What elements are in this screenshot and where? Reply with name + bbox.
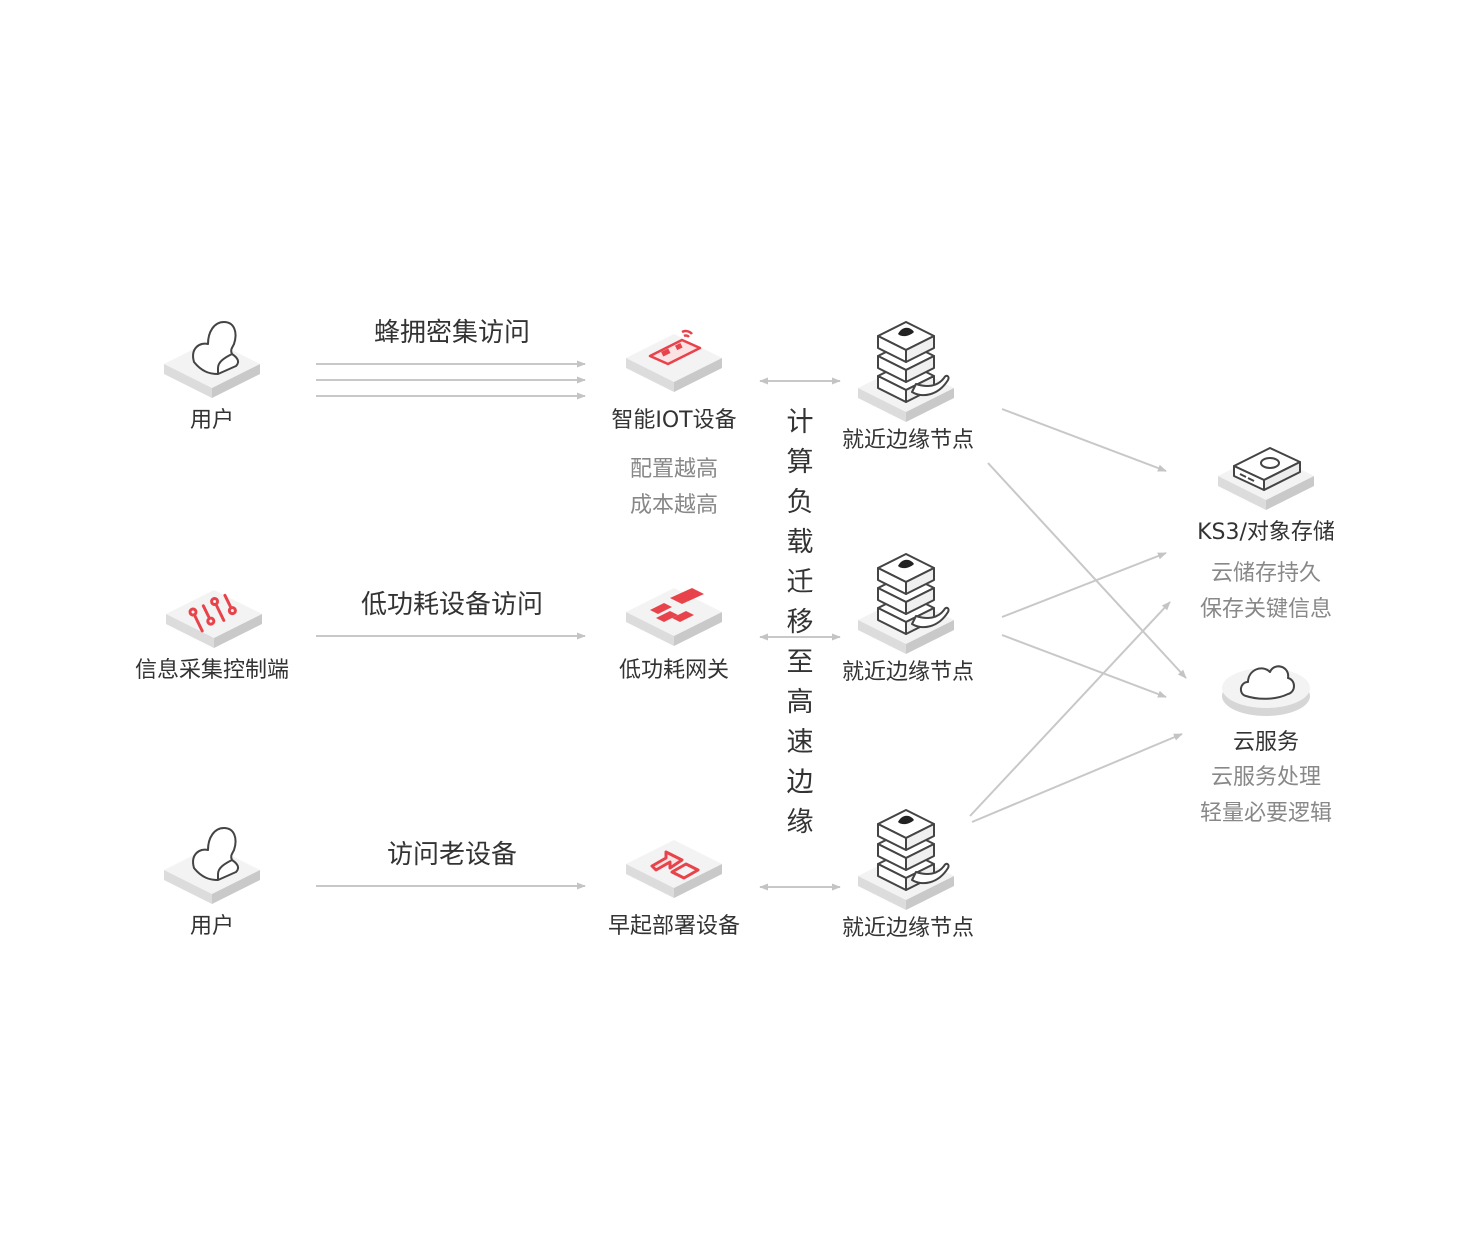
edge-node1-cloud [987, 462, 1187, 679]
storage-box-icon [1233, 447, 1301, 491]
edge-label-old-device-access: 访问老设备 [386, 840, 518, 870]
label-old-device: 早起部署设备 [607, 914, 741, 939]
label-ks3: KS3/对象存储 [1197, 520, 1335, 545]
migration-vertical-text: 计 算 负 载 迁 移 至 高 速 边 缘 [780, 403, 820, 843]
edge-node-2 [858, 553, 954, 654]
migration-char: 速 [786, 727, 814, 758]
device-arrow-icon [650, 850, 700, 880]
migration-char: 算 [786, 447, 814, 478]
iot-note: 配置越高 成本越高 [630, 452, 718, 524]
label-info-collector: 信息采集控制端 [134, 658, 290, 683]
sliders-icon [188, 593, 237, 633]
label-edge-node-2: 就近边缘节点 [841, 660, 975, 685]
migration-char: 移 [786, 607, 814, 638]
user-bottom-node [164, 827, 260, 904]
migration-char: 缘 [786, 807, 814, 838]
edge-node2-ks3 [1001, 552, 1167, 618]
old-device-node [626, 840, 722, 898]
edge-node-3 [858, 809, 954, 910]
label-user-bottom: 用户 [189, 914, 235, 939]
label-cloud: 云服务 [1232, 730, 1300, 755]
ks3-note-line-1: 云储存持久 [1210, 561, 1322, 586]
iot-note-line-1: 配置越高 [629, 457, 719, 482]
ks3-node [1218, 447, 1314, 510]
server-whale-icon [877, 321, 950, 403]
label-iot-device: 智能IOT设备 [611, 408, 737, 433]
edge-node3-ks3 [969, 601, 1171, 817]
cloud-icon [1240, 665, 1295, 700]
gateway-node [626, 588, 722, 646]
migration-char: 高 [786, 687, 814, 718]
cloud-note: 云服务处理 轻量必要逻辑 [1200, 760, 1332, 832]
user-top-node [164, 321, 260, 398]
connectors [316, 360, 1187, 891]
edge-node3-cloud [971, 733, 1183, 823]
edge-label-low-power-access: 低功耗设备访问 [360, 590, 544, 620]
cloud-node [1222, 665, 1310, 716]
migration-char: 负 [786, 487, 814, 518]
label-edge-node-3: 就近边缘节点 [841, 916, 975, 941]
edge-node1-ks3 [1001, 408, 1167, 472]
edge-node2-cloud [1001, 634, 1167, 698]
user-icon [192, 321, 240, 375]
edge-node-1 [858, 321, 954, 422]
iot-note-line-2: 成本越高 [629, 493, 719, 518]
label-user-top: 用户 [189, 408, 235, 433]
server-whale-icon [877, 809, 950, 891]
info-collector-node [166, 590, 262, 648]
cloud-note-line-1: 云服务处理 [1210, 765, 1322, 790]
ks3-note-line-2: 保存关键信息 [1199, 597, 1333, 622]
gateway-icon [650, 588, 704, 622]
migration-char: 载 [786, 527, 814, 558]
migration-char: 边 [786, 767, 814, 798]
cloud-note-line-2: 轻量必要逻辑 [1199, 801, 1333, 826]
server-whale-icon [877, 553, 950, 635]
migration-char: 计 [786, 407, 814, 438]
user-icon [192, 827, 240, 881]
migration-char: 至 [786, 647, 814, 678]
edge-label-dense-access: 蜂拥密集访问 [373, 318, 531, 348]
migration-char: 迁 [786, 567, 814, 598]
label-edge-node-1: 就近边缘节点 [841, 428, 975, 453]
ks3-note: 云储存持久 保存关键信息 [1200, 556, 1332, 628]
iot-device-icon [648, 329, 702, 366]
iot-device-node [626, 329, 722, 392]
label-gateway: 低功耗网关 [618, 658, 730, 683]
